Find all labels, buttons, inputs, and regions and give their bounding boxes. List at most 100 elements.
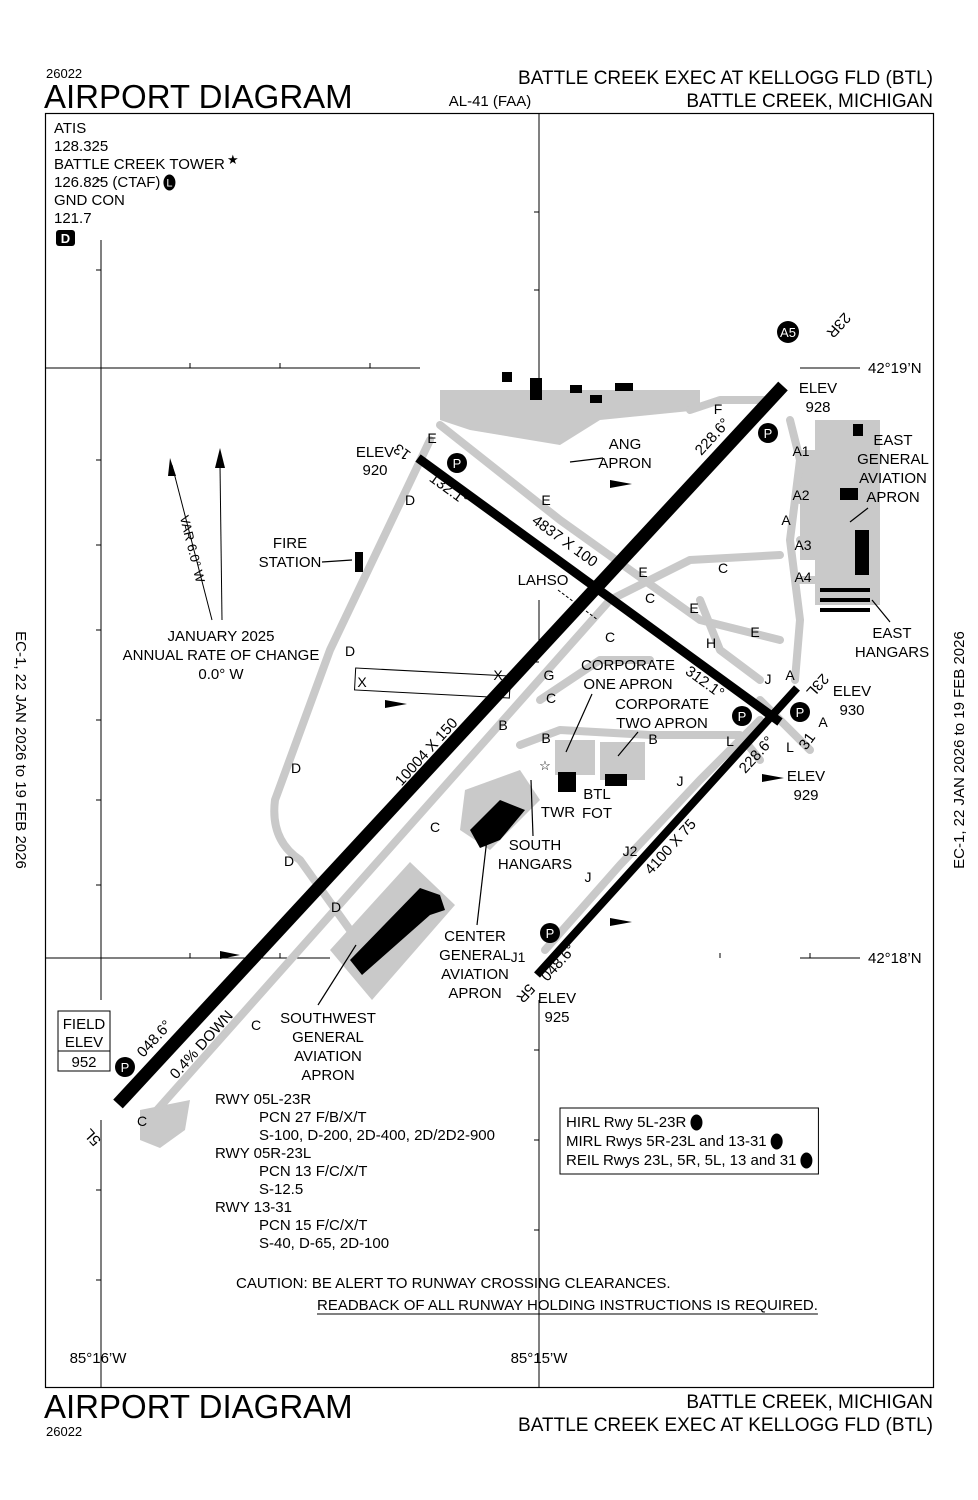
hangar xyxy=(820,608,870,612)
field-elevation-box: FIELD ELEV 952 xyxy=(57,1010,111,1072)
lighting-l-letter: L xyxy=(166,178,172,190)
validity-left: EC-1, 22 JAN 2026 to 19 FEB 2026 xyxy=(12,631,29,869)
lat-lon-grid xyxy=(45,114,860,1387)
south-hangars xyxy=(470,800,525,848)
hangar xyxy=(820,598,870,602)
southwest-ga-apron-label: APRON xyxy=(301,1067,354,1084)
taxiway-h xyxy=(696,596,764,684)
runway-data: RWY 05L-23R PCN 27 F/B/X/T S-100, D-200,… xyxy=(215,1091,495,1252)
taxiway-label: J1 xyxy=(511,949,526,965)
fire-station-label: FIRE xyxy=(273,535,307,552)
fire-station-label: STATION xyxy=(259,554,322,571)
taxiway-label: A4 xyxy=(794,569,811,585)
taxiway-j xyxy=(541,716,764,954)
taxiway-label: J xyxy=(765,671,772,687)
parking-p-icon xyxy=(115,1057,135,1077)
taxiway-label: D xyxy=(291,760,301,776)
building xyxy=(502,372,512,382)
taxiway-a xyxy=(786,416,804,684)
ground-label: GND CON xyxy=(54,192,125,209)
corporate-two-apron-label: TWO APRON xyxy=(616,715,708,732)
runway-data-line: PCN 15 F/C/X/T xyxy=(259,1217,367,1234)
parking-p-icon xyxy=(447,453,467,473)
corporate-one-apron xyxy=(555,740,595,775)
east-hangars-label: HANGARS xyxy=(855,644,929,661)
latitude-42-18: 42°18’N xyxy=(868,950,922,967)
taxiway-label: J2 xyxy=(623,843,638,859)
lighting-line: HIRL Rwy 5L-23R xyxy=(566,1114,686,1131)
lahso-line xyxy=(557,589,599,621)
parking-letter: P xyxy=(764,426,773,441)
rate-of-change-date: JANUARY 2025 xyxy=(167,628,274,645)
taxiway-label: B xyxy=(498,717,507,733)
field-elev-label: FIELD xyxy=(63,1016,106,1033)
runway-data-line: PCN 13 F/C/X/T xyxy=(259,1163,367,1180)
taxiway-label: A xyxy=(785,667,795,683)
center-ga-apron-label: APRON xyxy=(448,985,501,1002)
runway-13-end: 13 xyxy=(391,440,414,464)
taxiway-label: D xyxy=(284,853,294,869)
taxiway-label: B xyxy=(541,730,550,746)
parking-letter: P xyxy=(121,1060,130,1075)
southwest-ga-apron-label: GENERAL xyxy=(292,1029,364,1046)
center-ga-apron-label: GENERAL xyxy=(439,947,511,964)
parking-p-icon xyxy=(732,706,752,726)
east-ga-apron-label: AVIATION xyxy=(859,470,927,487)
parking-letter: P xyxy=(546,926,555,941)
tower-frequency: 126.825 (CTAF) xyxy=(54,174,160,191)
runway-data-line: PCN 27 F/B/X/T xyxy=(259,1109,367,1126)
elev-label-31: ELEV xyxy=(787,768,825,785)
tower-label: BATTLE CREEK TOWER xyxy=(54,156,225,173)
taxiway-d xyxy=(270,436,434,934)
taxiway-label: G xyxy=(544,667,555,683)
south-hangars-label: SOUTH xyxy=(509,837,562,854)
elev-920: 920 xyxy=(362,462,387,479)
runway-23r-end: 23R xyxy=(823,309,854,341)
building xyxy=(855,530,869,575)
center-ga-apron-label: AVIATION xyxy=(441,966,509,983)
part-time-star-icon: ★ xyxy=(227,152,239,167)
elev-930: 930 xyxy=(839,702,864,719)
procedure-number: AL-41 (FAA) xyxy=(449,93,532,110)
chart-frame xyxy=(44,112,935,1389)
reil-icon xyxy=(220,951,240,959)
fire-station xyxy=(355,552,363,572)
tower-star-icon: ☆ xyxy=(539,758,551,773)
building xyxy=(530,378,542,400)
lighting-line: REIL Rwys 23L, 5R, 5L, 13 and 31 xyxy=(566,1152,796,1169)
comms-panel: ATIS 128.325 BATTLE CREEK TOWER ★ 126.82… xyxy=(54,120,239,246)
hangar xyxy=(820,588,870,592)
taxiway-label: E xyxy=(638,564,647,580)
taxiway-label: H xyxy=(706,635,716,651)
lighting-l-icon xyxy=(800,1152,813,1169)
ang-apron-label: ANG xyxy=(609,436,642,453)
atis-frequency: 128.325 xyxy=(54,138,108,155)
field-elev-label: ELEV xyxy=(65,1034,103,1051)
closed-runway-x xyxy=(354,667,511,699)
taxiway-label: A xyxy=(818,714,828,730)
runway-data-line: RWY 05R-23L xyxy=(215,1145,311,1162)
building xyxy=(853,424,863,436)
taxiway-label: F xyxy=(714,401,723,417)
north-arrows xyxy=(168,448,225,621)
elev-label-23l: ELEV xyxy=(833,683,871,700)
corporate-one-apron-label: ONE APRON xyxy=(583,676,672,693)
parking-p-icon xyxy=(790,702,810,722)
longitude-85-16: 85°16’W xyxy=(70,1350,128,1367)
volume-number: 26022 xyxy=(46,66,82,81)
taxiway-label: L xyxy=(786,739,794,755)
footer-airport: BATTLE CREEK EXEC AT KELLOGG FLD (BTL) xyxy=(518,1415,933,1436)
taxiway-label: C xyxy=(430,819,440,835)
fot-label: BTL xyxy=(583,786,611,803)
taxiway-label: X xyxy=(357,674,367,690)
runway-5r-end: 5R xyxy=(513,980,539,1006)
southwest-hangar xyxy=(350,888,445,975)
longitude-85-15: 85°15’W xyxy=(511,1350,569,1367)
building xyxy=(615,383,633,391)
runway-05r-23l xyxy=(534,685,800,978)
ground-frequency: 121.7 xyxy=(54,210,92,227)
taxiway-label: E xyxy=(750,624,759,640)
diagram-title: AIRPORT DIAGRAM xyxy=(44,78,353,115)
taxiway-label: A2 xyxy=(792,487,809,503)
field-elev-value: 952 xyxy=(71,1054,96,1071)
